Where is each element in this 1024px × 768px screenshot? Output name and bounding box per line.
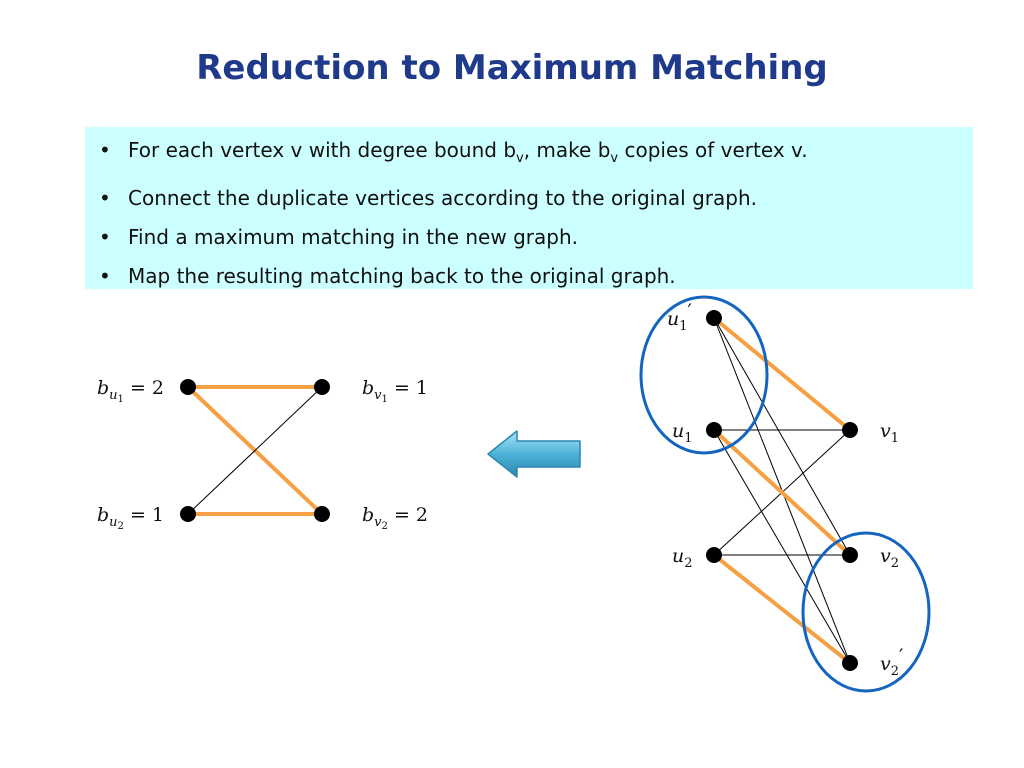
bullet-item: • Connect the duplicate vertices accordi… [99,184,973,212]
vertex-u2 [180,506,196,522]
label-v2: v2 [880,545,899,571]
vertex-v1 [314,379,330,395]
left-graph: bu1 = 2 bu2 = 1 bv1 = 1 bv2 = 2 [97,377,428,532]
graph-edge [713,429,851,664]
vertex-u1 [706,422,722,438]
slide-title: Reduction to Maximum Matching [196,48,828,88]
bullet-item: • For each vertex v with degree bound bv… [99,136,973,173]
matching-edge [712,553,852,665]
bullet-dot: • [99,138,111,162]
label-bu2: bu2 = 1 [97,504,164,532]
label-bu1: bu1 = 2 [97,377,164,405]
vertex-u1 [180,379,196,395]
bullet-dot: • [99,186,111,210]
label-bv1: bv1 = 1 [362,377,428,405]
copies-ellipse-v2 [801,531,931,693]
label-v1: v1 [880,420,899,446]
bullet-subscript: v [516,151,524,166]
copies-ellipse-u1 [639,295,769,455]
vertex-v2 [842,547,858,563]
matching-edge [712,428,852,557]
label-u1: u1 [672,420,693,446]
label-u1-copy: u1′ [667,300,692,334]
bullet-text: Map the resulting matching back to the o… [128,264,676,288]
bullet-dot: • [99,264,111,288]
graph-edge [713,317,851,556]
vertex-u1-copy [706,310,722,326]
bullet-text: Connect the duplicate vertices according… [128,186,757,210]
label-u2: u2 [672,545,693,571]
bullet-item: • Find a maximum matching in the new gra… [99,223,973,251]
matching-edge [712,316,852,432]
bullet-list: • For each vertex v with degree bound bv… [99,136,973,290]
bullet-box: • For each vertex v with degree bound bv… [85,127,973,289]
left-arrow-icon [487,430,581,478]
graph-edge [187,386,323,515]
bullet-dot: • [99,225,111,249]
bullet-subscript: v [610,151,619,166]
vertex-v2-copy [842,655,858,671]
vertex-u2 [706,547,722,563]
label-v2-copy: v2′ [880,645,903,679]
bullet-item: • Map the resulting matching back to the… [99,262,973,290]
label-bv2: bv2 = 2 [362,504,428,532]
bullet-text: For each vertex v with degree bound b [128,138,517,162]
right-graph: u1′ u1 u2 v1 v2 v2′ [639,295,931,693]
bullet-text: Find a maximum matching in the new graph… [128,225,578,249]
vertex-v2 [314,506,330,522]
bullet-text: copies of vertex v. [618,138,808,162]
vertex-v1 [842,422,858,438]
bullet-text: , make b [523,138,611,162]
